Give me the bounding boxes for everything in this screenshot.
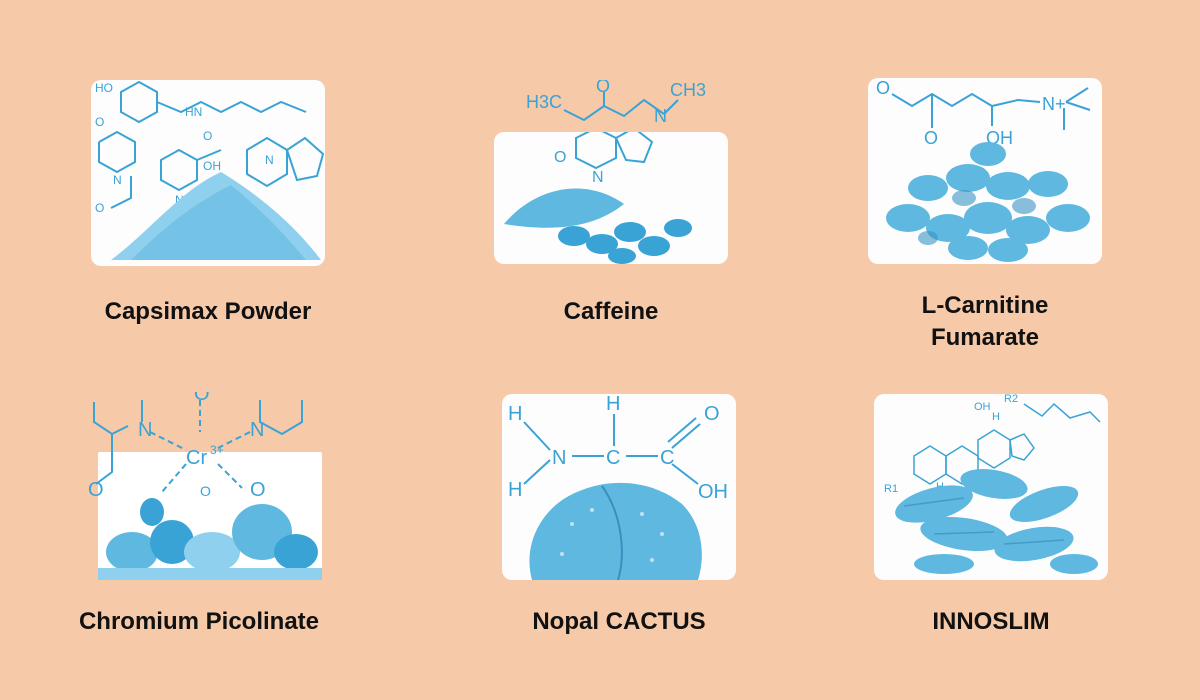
capsimax-text-n1: N [113,173,122,187]
caffeine-text-o1: O [596,80,610,96]
label-l-carnitine-fumarate: L-Carnitine Fumarate [828,290,1142,354]
chromium-text-o4: O [200,483,211,499]
card-nopal-cactus: H H H N C C O OH Nopal CACTUS [502,394,736,635]
cactus-text-o: O [704,403,720,425]
cactus-text-h3: H [606,394,620,415]
chromium-text-charge: 3+ [210,443,224,457]
caffeine-illustration: O N [504,132,692,264]
carnitine-text-o2: O [924,128,938,148]
caffeine-text-n2: N [592,169,604,186]
card-capsimax-powder: HO O HN O N N O OH N Capsimax Powder [91,80,325,325]
card-caffeine: H3C O CH3 N O N [494,80,728,325]
l-carnitine-illustration: O O OH N+ [876,78,1091,262]
label-capsimax-powder: Capsimax Powder [104,298,312,325]
chromium-text-o1: O [194,392,210,405]
carnitine-text-n: N+ [1042,94,1066,114]
caffeine-molecule-top: H3C O CH3 N [526,80,706,126]
capsimax-text-ho: HO [95,81,113,95]
chromium-text-n1: N [138,419,152,441]
label-chromium-picolinate: Chromium Picolinate [78,608,320,635]
card-l-carnitine-fumarate: O O OH N+ [868,78,1102,351]
caffeine-text-n1: N [654,106,667,126]
card-chromium-picolinate: Cr 3+ N N O O O O Chromium Picolinate [79,392,322,635]
chromium-text-n2: N [250,419,264,441]
chromium-picolinate-food-icon [98,498,322,580]
label-l-carnitine-line-1: L-Carnitine [921,292,1049,319]
innoslim-illustration: OH H R2 R1 H [884,394,1101,574]
innoslim-text-r2: R2 [1004,394,1018,405]
label-innoslim: INNOSLIM [932,608,1050,635]
nopal-cactus-molecule-icon: H H H N C C O OH [502,394,736,580]
chromium-text-o3: O [250,479,266,501]
capsimax-text-o1: O [95,115,104,129]
nopal-cactus-illustration: H H H N C C O OH [508,394,728,580]
capsimax-text-oh: OH [203,159,221,173]
innoslim-ginseng-molecule-icon: OH H R2 R1 H [874,394,1108,580]
carnitine-text-o1: O [876,78,890,98]
chromium-text-o2: O [88,479,104,501]
innoslim-text-oh: OH [974,401,991,413]
capsimax-text-o3: O [95,201,104,215]
cactus-text-c1: C [606,447,620,469]
capsimax-text-o2: O [203,129,212,143]
caffeine-text-ch3: CH3 [670,80,706,100]
label-caffeine: Caffeine [563,298,659,325]
innoslim-text-h: H [992,411,1000,423]
label-nopal-cactus: Nopal CACTUS [532,608,706,635]
card-innoslim: OH H R2 R1 H INNOSLIM [874,394,1108,635]
caffeine-text-o2: O [554,149,566,166]
cactus-text-n: N [552,447,566,469]
chromium-molecule-layer: Cr 3+ N N O O O O [88,392,322,580]
cactus-text-h2: H [508,479,522,501]
caffeine-text-h3c: H3C [526,92,562,112]
chromium-text-cr: Cr [186,447,207,469]
cactus-text-h1: H [508,403,522,425]
caffeine-molecule-coffee-icon: O N [494,132,728,264]
capsimax-text-hn: HN [185,105,202,119]
l-carnitine-nuts-molecule-icon: O O OH N+ [868,78,1102,264]
capsimax-illustration: HO O HN O N N O OH N [95,80,325,260]
cactus-text-oh: OH [698,481,728,503]
cactus-text-c2: C [660,447,674,469]
innoslim-text-r1: R1 [884,483,898,495]
capsimax-powder-molecule-icon: HO O HN O N N O OH N [91,80,325,266]
label-l-carnitine-line-2: Fumarate [930,324,1040,351]
capsimax-text-n3: N [265,153,274,167]
